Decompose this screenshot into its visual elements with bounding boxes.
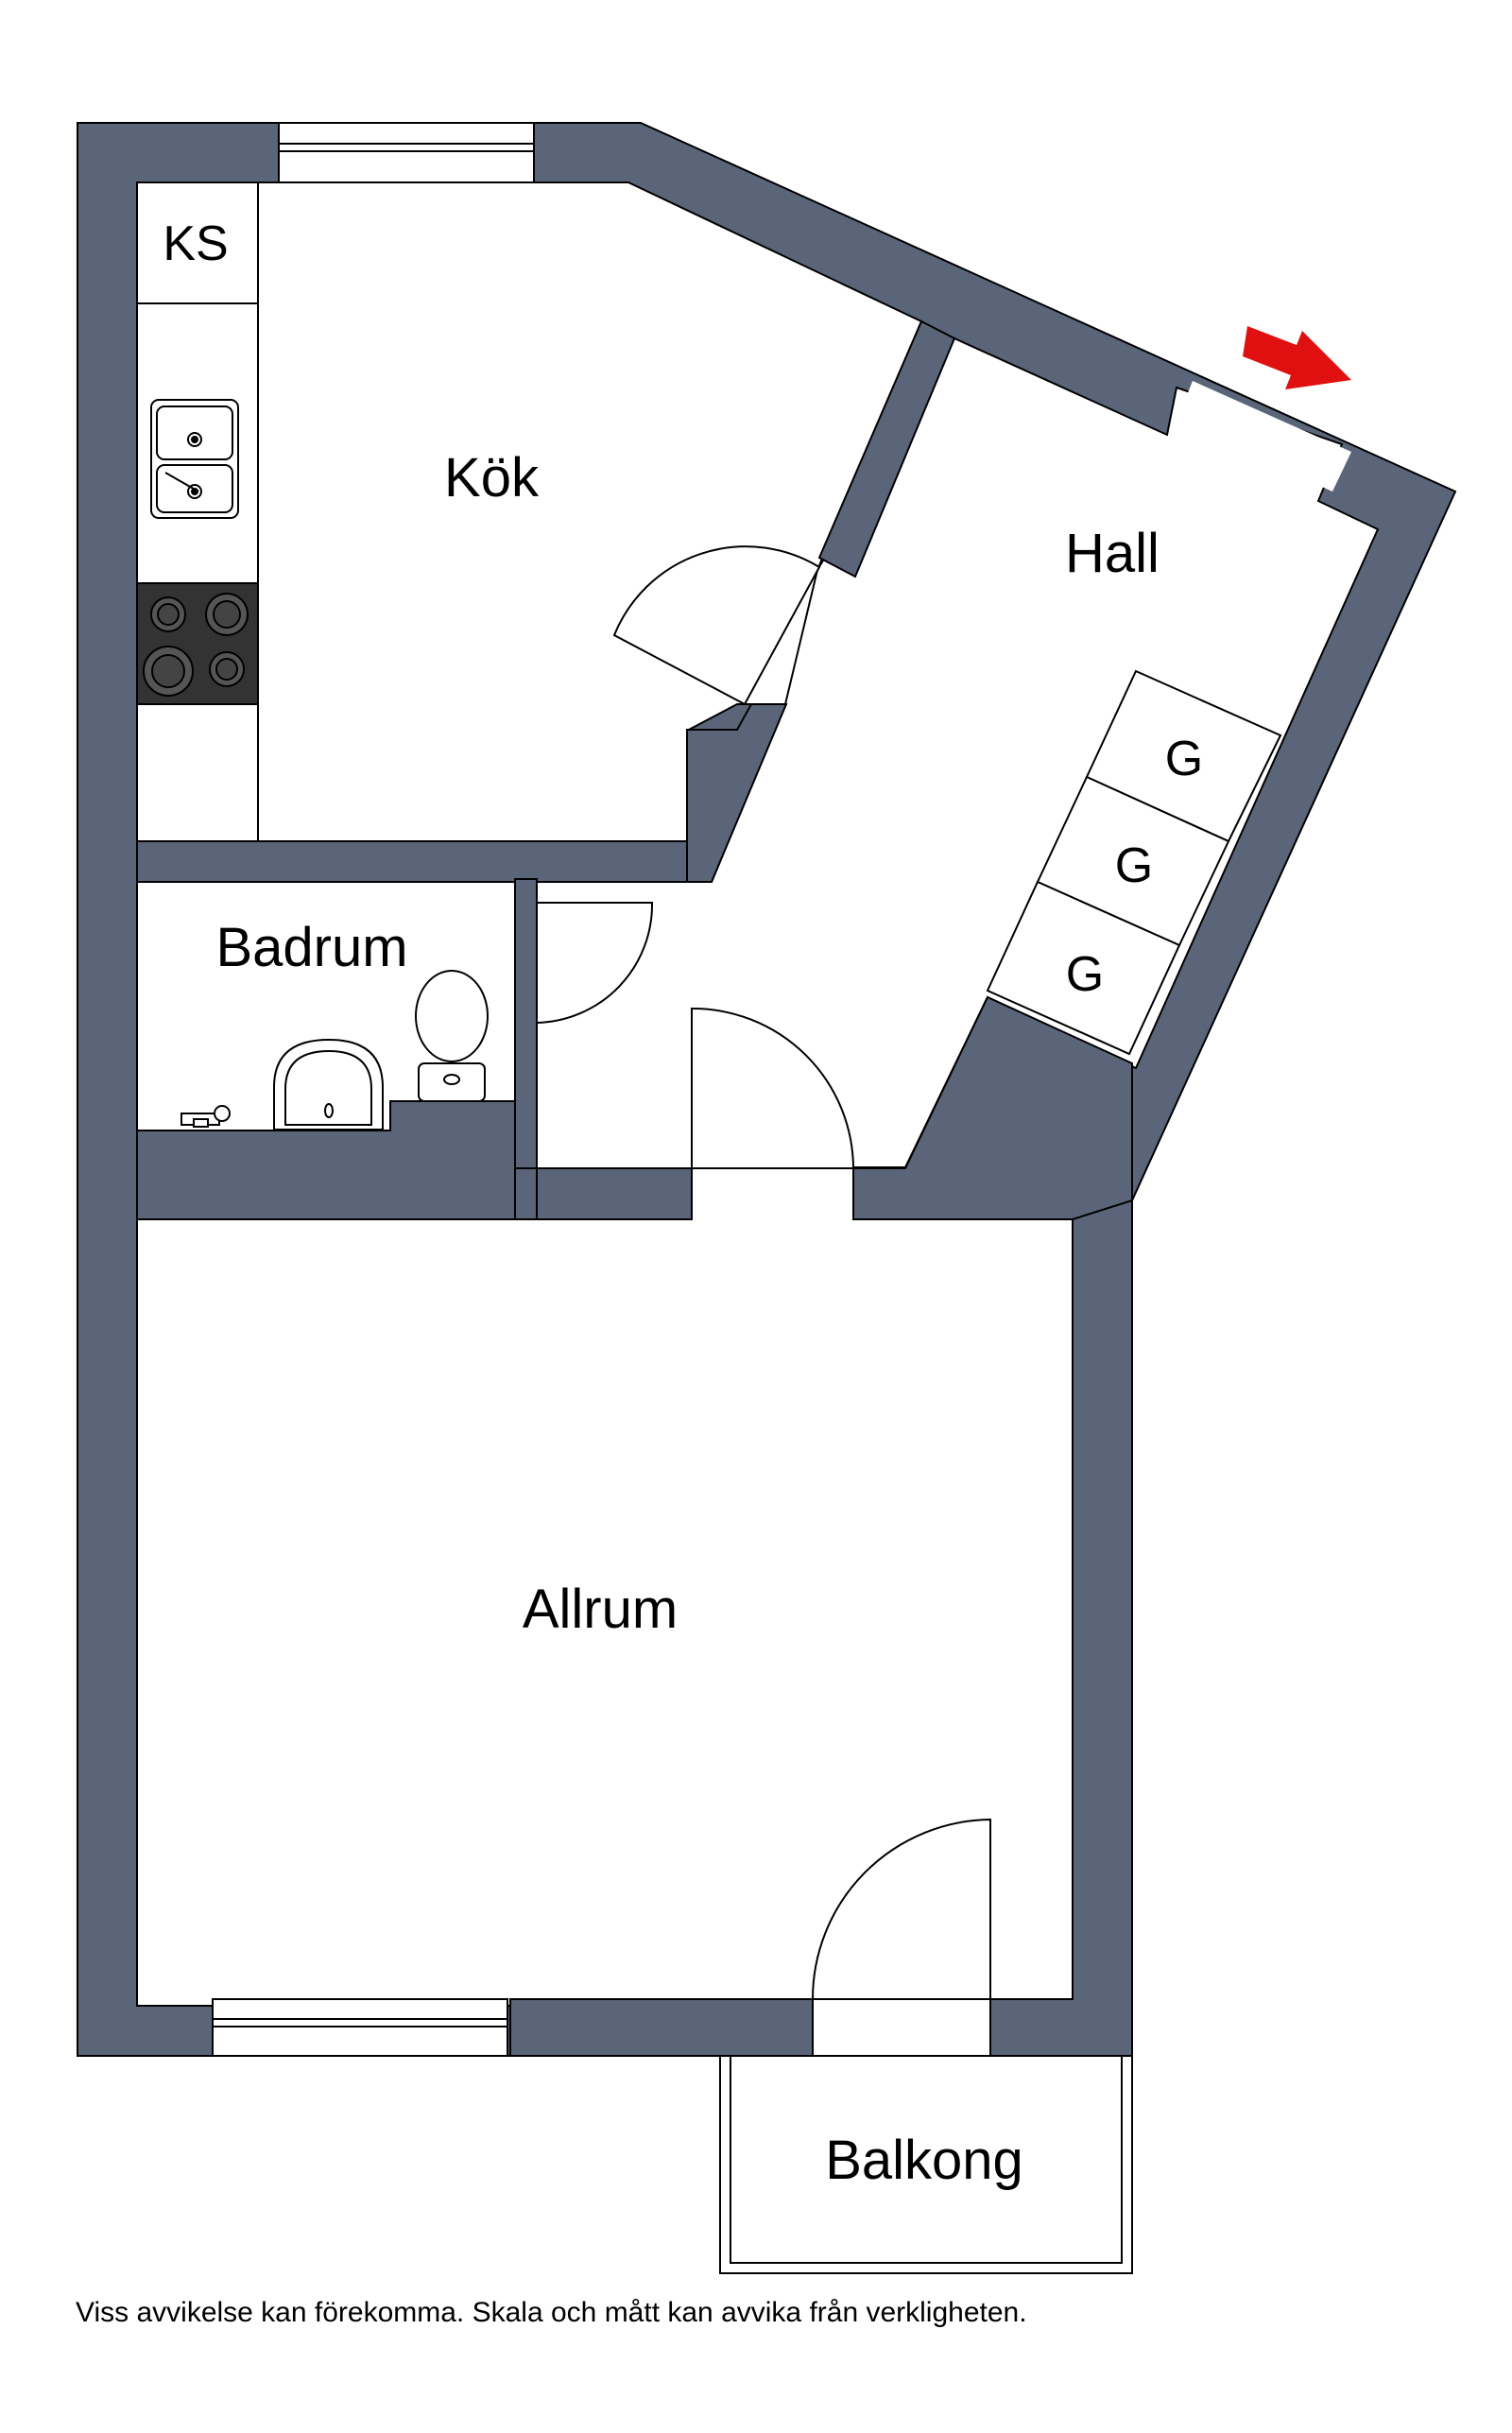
wardrobes [986, 669, 1282, 1056]
entrance-opening [1177, 381, 1351, 492]
kitchen-counter [136, 181, 259, 842]
living-door [691, 1007, 855, 1169]
balcony-label: Balkong [825, 2130, 1023, 2191]
wall-kitchen-lower [686, 703, 788, 883]
balcony-floor [719, 2055, 1133, 2274]
wardrobe-label-2: G [1115, 838, 1153, 893]
wardrobe-label-3: G [1066, 947, 1104, 1002]
kitchen-window [278, 122, 535, 183]
kitchen-door [612, 545, 821, 706]
counter-top [136, 302, 259, 842]
balcony-door [811, 1818, 991, 2000]
entrance-arrow-icon [1243, 326, 1351, 389]
partition-walls [136, 319, 1133, 2057]
wall-bath-hall [514, 878, 538, 1169]
living-label: Allrum [523, 1579, 678, 1640]
disclaimer-text: Viss avvikelse kan förekomma. Skala och … [76, 2297, 1027, 2328]
balcony-door-wall [509, 1998, 814, 2057]
kitchen-label: Kök [444, 447, 540, 509]
wardrobe-3 [986, 880, 1181, 1056]
room-floors [136, 181, 1380, 2274]
washbasin-icon [273, 1038, 384, 1130]
bathroom-fixtures [180, 970, 489, 1130]
ks-cabinet [136, 181, 259, 304]
balcony-inner [730, 2055, 1123, 2264]
stove-icon [136, 582, 259, 705]
faucet-icon [180, 1105, 231, 1128]
windows [212, 122, 535, 2057]
wall-kitchen-hall [817, 319, 956, 578]
wall-hall-living-right [852, 995, 1133, 1220]
hall-label: Hall [1065, 523, 1160, 584]
wardrobe-label-1: G [1165, 732, 1203, 786]
wall-bath-living [136, 1100, 516, 1220]
sink-icon [150, 399, 239, 519]
ks-label: KS [163, 216, 228, 271]
bathroom-door [536, 902, 654, 1025]
wall-hall-living-left [536, 1167, 693, 1220]
doors [536, 545, 991, 2000]
bathroom-label: Badrum [215, 917, 407, 978]
toilet-icon [415, 970, 489, 1102]
